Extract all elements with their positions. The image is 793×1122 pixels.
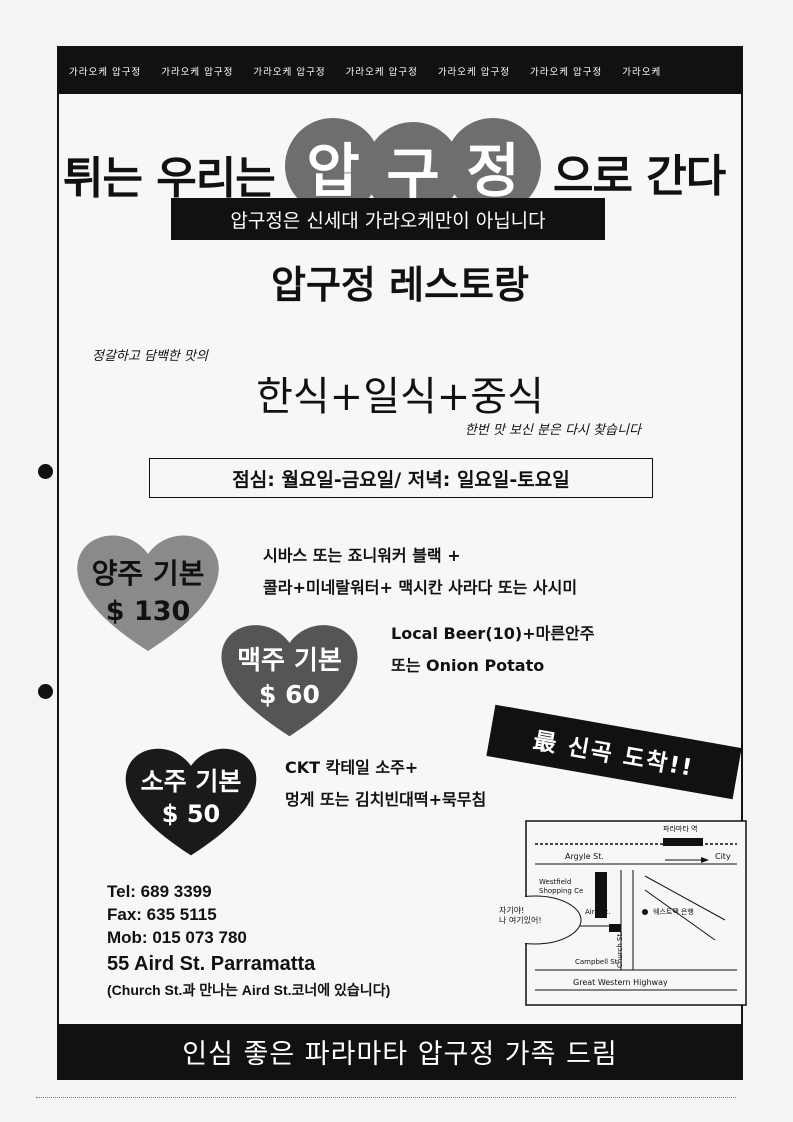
- flyer-frame: 가라오케 압구정 가라오케 압구정 가라오케 압구정 가라오케 압구정 가라오케…: [57, 46, 747, 1080]
- contact-address: 55 Aird St. Parramatta: [107, 953, 316, 975]
- package-price: $ 130: [105, 596, 191, 627]
- intro-banner: 압구정은 신세대 가라오케만이 아닙니다: [171, 198, 605, 240]
- map-bubble-text: 자기야! 나 여기있어!: [499, 906, 542, 926]
- headline: 튀는 우리는 압 구 정 으로 간다: [59, 118, 741, 218]
- package-desc-whisky: 시바스 또는 죠니워커 블랙 + 콜라+미네랄워터+ 맥시칸 사라다 또는 사시…: [263, 540, 577, 604]
- map-bank-label: 웨스트팩 은행: [653, 908, 694, 916]
- location-map: 파라마타 역 Argyle St. City Westfield Shoppin…: [480, 820, 747, 1006]
- contact-tel: Tel: 689 3399: [107, 882, 212, 901]
- map-shopping-label: Shopping Ce: [539, 887, 584, 895]
- map-campbell-label: Campbell St.: [575, 958, 620, 966]
- package-heart-soju: 소주 기본 $ 50: [121, 740, 261, 860]
- tagline-return: 한번 맛 보신 분은 다시 찾습니다: [464, 423, 641, 438]
- package-desc-line: Local Beer(10)+마른안주: [391, 624, 595, 643]
- new-songs-banner: 最 신곡 도착!!: [486, 704, 742, 800]
- heart-icon: [77, 535, 219, 651]
- package-price: $ 60: [259, 680, 320, 709]
- package-desc-line: 콜라+미네랄워터+ 맥시칸 사라다 또는 사시미: [263, 578, 578, 597]
- karaoke-strip: 가라오케 압구정 가라오케 압구정 가라오케 압구정 가라오케 압구정 가라오케…: [59, 48, 741, 94]
- contact-block: Tel: 689 3399 Fax: 635 5115 Mob: 015 073…: [107, 880, 390, 1001]
- strip-item: 가라오케 압구정: [530, 67, 603, 78]
- package-heart-whisky: 양주 기본 $ 130: [73, 526, 223, 656]
- package-heart-beer: 맥주 기본 $ 60: [217, 616, 362, 741]
- cuisine-title: 한식+일식+중식: [256, 374, 544, 420]
- strip-item: 가라오케 압구정: [69, 67, 142, 78]
- package-name: 양주 기본: [91, 557, 205, 590]
- contact-mob: Mob: 015 073 780: [107, 928, 247, 947]
- map-gwh-label: Great Western Highway: [573, 978, 668, 987]
- binder-hole-bottom: [38, 684, 53, 699]
- opening-hours: 점심: 월요일-금요일/ 저녁: 일요일-토요일: [149, 458, 653, 498]
- footer-banner: 인심 좋은 파라마타 압구정 가족 드림: [59, 1024, 741, 1078]
- tagline-small: 정갈하고 담백한 맛의: [92, 349, 208, 364]
- package-price: $ 50: [161, 800, 221, 828]
- strip-item: 가라오케 압구정: [345, 67, 418, 78]
- strip-item: 가라오케 압구정: [253, 67, 326, 78]
- map-bubble-line-2: 나 여기있어!: [499, 916, 542, 925]
- package-desc-line: CKT 칵테일 소주+: [285, 758, 419, 777]
- contact-note: (Church St.과 만나는 Aird St.코너에 있습니다): [107, 982, 391, 998]
- package-name: 맥주 기본: [237, 646, 342, 676]
- package-name: 소주 기본: [140, 767, 242, 796]
- strip-item: 가라오케: [622, 67, 662, 78]
- map-bubble-line-1: 자기야!: [499, 906, 525, 915]
- package-desc-line: 시바스 또는 죠니워커 블랙 +: [263, 546, 461, 565]
- map-argyle-label: Argyle St.: [565, 852, 604, 861]
- strip-item: 가라오케 압구정: [161, 67, 234, 78]
- contact-fax: Fax: 635 5115: [107, 905, 217, 924]
- strip-item: 가라오케 압구정: [437, 67, 511, 78]
- headline-left: 튀는 우리는: [63, 153, 276, 204]
- headline-right: 으로 간다: [553, 151, 726, 202]
- restaurant-title: 압구정 레스토랑: [271, 263, 529, 307]
- heart-icon: [221, 625, 358, 737]
- package-desc-soju: CKT 칵테일 소주+ 멍게 또는 김치빈대떡+묵무침: [285, 752, 486, 816]
- map-westfield-label: Westfield: [539, 878, 572, 886]
- package-desc-beer: Local Beer(10)+마른안주 또는 Onion Potato: [391, 618, 595, 682]
- map-aird-label: Aird St.: [585, 908, 611, 916]
- heart-icon: [125, 748, 257, 856]
- map-station-label: 파라마타 역: [663, 825, 698, 833]
- package-desc-line: 멍게 또는 김치빈대떡+묵무침: [285, 790, 487, 809]
- binder-hole-top: [38, 464, 53, 479]
- package-desc-line: 또는 Onion Potato: [391, 656, 545, 675]
- map-city-label: City: [715, 852, 731, 861]
- perforation-line: [36, 1097, 736, 1098]
